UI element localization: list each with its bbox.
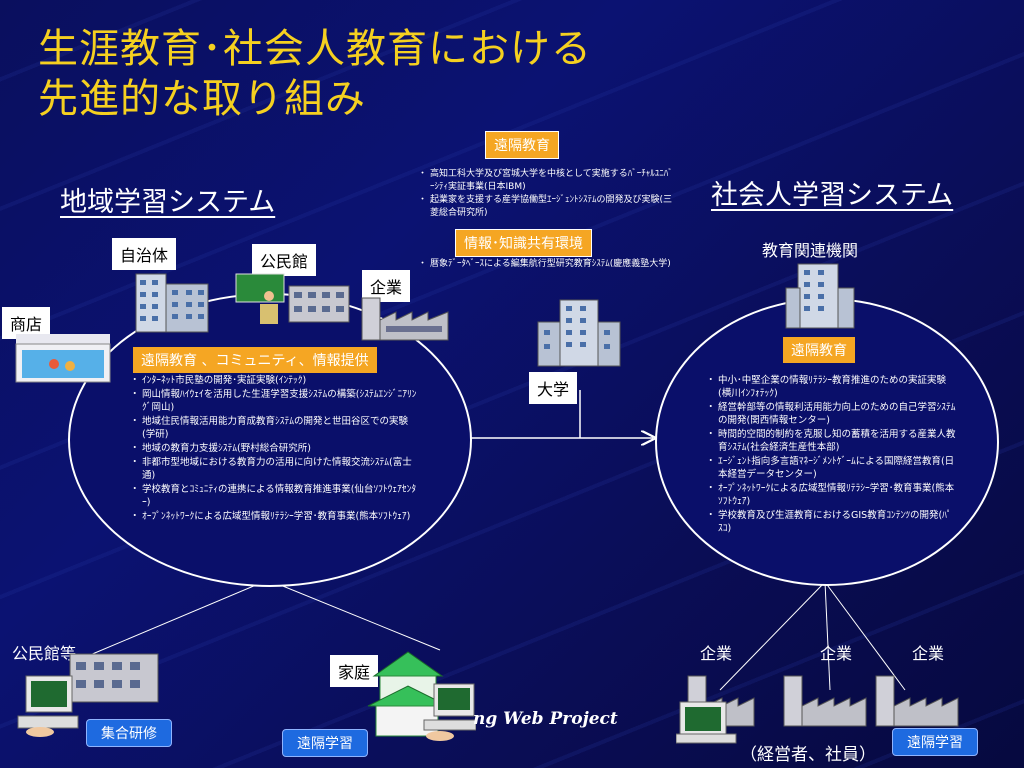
label-university: 大学 — [529, 372, 578, 404]
list-item: 地域住民情報活用能力育成教育ｼｽﾃﾑの開発と世田谷区での実験(学研) — [130, 415, 420, 441]
label-company-top: 企業 — [362, 270, 411, 302]
remote-learning-button-home[interactable]: 遠隔学習 — [282, 729, 368, 757]
shop-icon — [15, 334, 111, 383]
education-org-building-icon — [785, 263, 855, 329]
center-remote-list: 高知工科大学及び宮城大学を中核として実施するﾊﾞｰﾁｬﾙﾕﾆﾊﾞｰｼﾃｨ実証事業… — [418, 168, 674, 220]
page-title: 生涯教育･社会人教育における 先進的な取り組み — [38, 24, 592, 124]
label-workers: （経営者、社員） — [740, 745, 876, 765]
label-community-hall-etc: 公民館等 — [12, 644, 77, 663]
list-item: 起業家を支援する産学協働型ｴｰｼﾞｪﾝﾄｼｽﾃﾑの開発及び実験(三菱総合研究所) — [418, 194, 674, 219]
home-icon — [367, 651, 476, 741]
list-item: ｵｰﾌﾟﾝﾈｯﾄﾜｰｸによる広域型情報ﾘﾃﾗｼｰ学習･教育事業(熊本ｿﾌﾄｳｪｱ… — [130, 510, 420, 523]
list-item: ｲﾝﾀｰﾈｯﾄ市民塾の開発･実証実験(ｲﾝﾃｯｸ) — [130, 374, 420, 387]
list-item: 学校教育及び生涯教育におけるGIS教育ｺﾝﾃﾝﾂの開発(ﾊﾟｽｺ) — [706, 509, 956, 535]
regional-banner: 遠隔教育 、コミュニティ、情報提供 — [133, 347, 377, 373]
list-item: 地域の教育力支援ｼｽﾃﾑ(野村総合研究所) — [130, 442, 420, 455]
list-item: 非都市型地域における教育力の活用に向けた情報交流ｼｽﾃﾑ(富士通) — [130, 456, 420, 482]
info-sharing-list: 暦象ﾃﾞｰﾀﾍﾞｰｽによる編集航行型研究教育ｼｽﾃﾑ(慶應義塾大学) — [418, 258, 674, 272]
label-education-org: 教育関連機関 — [762, 241, 859, 260]
list-item: 学校教育とｺﾐｭﾆﾃｨの連携による情報教育推進事業(仙台ｿﾌﾄｳｪｱｾﾝﾀｰ) — [130, 483, 420, 509]
university-building-icon — [537, 299, 621, 367]
list-item: 暦象ﾃﾞｰﾀﾍﾞｰｽによる編集航行型研究教育ｼｽﾃﾑ(慶應義塾大学) — [418, 258, 674, 271]
city-hall-building-icon — [135, 273, 209, 333]
center-remote-education-label: 遠隔教育 — [485, 131, 559, 159]
remote-learning-button-company[interactable]: 遠隔学習 — [892, 728, 978, 756]
label-company-1: 企業 — [700, 644, 733, 663]
regional-project-list: ｲﾝﾀｰﾈｯﾄ市民塾の開発･実証実験(ｲﾝﾃｯｸ) 岡山情報ﾊｲｳｪｲを活用した… — [130, 374, 420, 524]
list-item: 時間的空間的制約を克服し知の蓄積を活用する産業人教育ｼｽﾃﾑ(社会経済生産性本部… — [706, 428, 956, 454]
list-item: 岡山情報ﾊｲｳｪｲを活用した生涯学習支援ｼｽﾃﾑの構築(ｼｽﾃﾑｴﾝｼﾞﾆｱﾘﾝ… — [130, 388, 420, 414]
list-item: ｵｰﾌﾟﾝﾈｯﾄﾜｰｸによる広域型情報ﾘﾃﾗｼｰ学習･教育事業(熊本ｿﾌﾄｳｪｱ… — [706, 482, 956, 508]
list-item: 高知工科大学及び宮城大学を中核として実施するﾊﾞｰﾁｬﾙﾕﾆﾊﾞｰｼﾃｨ実証事業… — [418, 168, 674, 193]
group-training-button[interactable]: 集合研修 — [86, 719, 172, 747]
title-line-2: 先進的な取り組み — [38, 76, 366, 122]
factory-icon — [361, 297, 449, 341]
watermark-text: ng Web Project — [473, 709, 618, 729]
label-community-hall: 公民館 — [252, 244, 317, 276]
info-sharing-label: 情報･知識共有環境 — [455, 229, 592, 257]
companies-factories-icon — [676, 675, 959, 744]
label-city: 自治体 — [112, 238, 177, 270]
adult-banner: 遠隔教育 — [783, 337, 855, 363]
title-line-1: 生涯教育･社会人教育における — [38, 26, 592, 72]
list-item: ｴｰｼﾞｪﾝﾄ指向多言語ﾏﾈｰｼﾞﾒﾝﾄｹﾞｰﾑによる国際経営教育(日本経営デー… — [706, 455, 956, 481]
label-company-3: 企業 — [912, 644, 945, 663]
training-hall-icon — [17, 653, 159, 737]
label-company-2: 企業 — [820, 644, 853, 663]
label-home: 家庭 — [330, 655, 379, 687]
community-hall-icon — [235, 273, 350, 324]
list-item: 中小･中堅企業の情報ﾘﾃﾗｼｰ教育推進のための実証実験(横川ｲﾝﾌｫﾃｯｸ) — [706, 374, 956, 400]
regional-system-title: 地域学習システム — [60, 187, 276, 218]
label-shop: 商店 — [2, 307, 51, 339]
list-item: 経営幹部等の情報利活用能力向上のための自己学習ｼｽﾃﾑの開発(関西情報センター) — [706, 401, 956, 427]
adult-project-list: 中小･中堅企業の情報ﾘﾃﾗｼｰ教育推進のための実証実験(横川ｲﾝﾌｫﾃｯｸ) 経… — [706, 374, 956, 536]
adult-system-title: 社会人学習システム — [711, 180, 954, 211]
